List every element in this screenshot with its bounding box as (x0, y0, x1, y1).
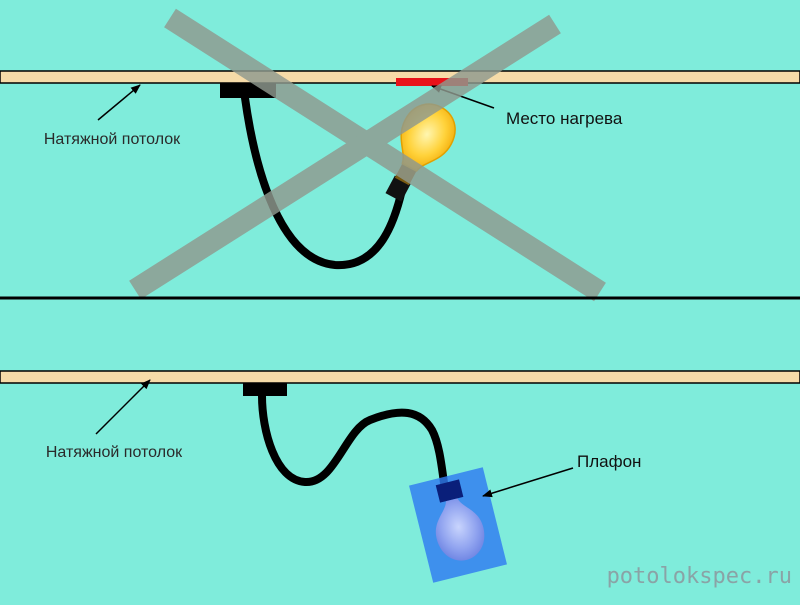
watermark: potolokspec.ru (607, 564, 792, 589)
heat-label: Место нагрева (506, 109, 623, 128)
stretch-ceiling-strip (0, 371, 800, 383)
shade-label: Плафон (577, 452, 641, 471)
ceiling-label-top: Натяжной потолок (44, 131, 181, 148)
ceiling-label-bottom: Натяжной потолок (46, 444, 183, 461)
